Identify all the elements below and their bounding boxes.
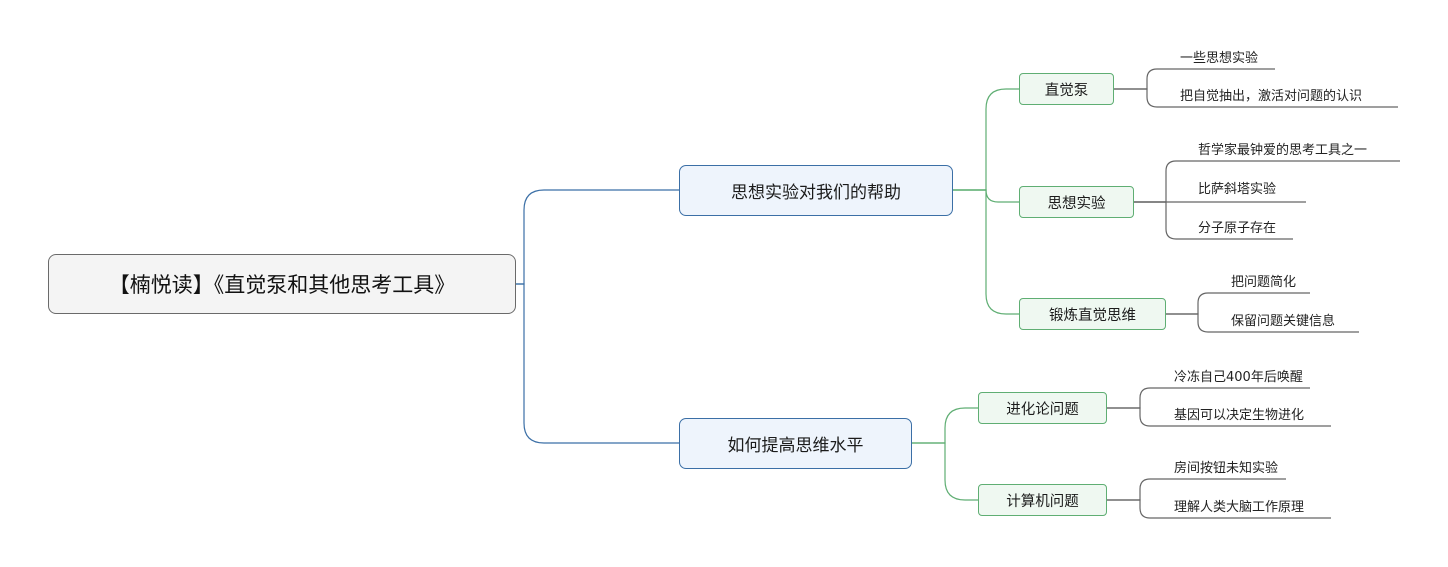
link-leaf-4-2: [1107, 407, 1331, 427]
link-root-branch-1: [516, 189, 679, 285]
link-leaf-2-1: [1134, 160, 1400, 203]
link-leaf-5-2: [1107, 499, 1331, 519]
leaf-topic[interactable]: 一些思想实验: [1180, 51, 1259, 66]
subtopic-label: 进化论问题: [1006, 401, 1079, 418]
link-leaf-1-1: [1114, 68, 1275, 90]
link-leaf-3-2: [1166, 313, 1359, 333]
leaf-topic[interactable]: 基因可以决定生物进化: [1174, 408, 1305, 423]
subtopic-label: 直觉泵: [1044, 82, 1089, 99]
subtopic-intuition-pump[interactable]: 直觉泵: [1019, 73, 1114, 105]
leaf-topic[interactable]: 分子原子存在: [1198, 221, 1277, 236]
leaf-topic[interactable]: 房间按钮未知实验: [1174, 461, 1279, 476]
root-topic-label: 【楠悦读】《直觉泵和其他思考工具》: [108, 273, 456, 297]
subtopic-evolution-problem[interactable]: 进化论问题: [978, 392, 1107, 424]
leaf-topic[interactable]: 理解人类大脑工作原理: [1174, 500, 1305, 515]
link-b1-sub-3: [953, 189, 1019, 315]
link-leaf-3-1: [1166, 292, 1310, 315]
subtopic-label: 锻炼直觉思维: [1049, 307, 1136, 324]
link-leaf-4-1: [1107, 387, 1310, 409]
subtopic-label: 计算机问题: [1006, 493, 1079, 510]
subtopic-thought-experiment[interactable]: 思想实验: [1019, 186, 1134, 218]
branch-topic-label: 思想实验对我们的帮助: [731, 183, 901, 203]
subtopic-train-intuition[interactable]: 锻炼直觉思维: [1019, 298, 1166, 330]
leaf-topic[interactable]: 比萨斜塔实验: [1198, 182, 1277, 197]
branch-topic-label: 如何提高思维水平: [727, 436, 864, 456]
link-b2-sub-1: [912, 407, 978, 444]
subtopic-label: 思想实验: [1047, 195, 1106, 212]
link-b2-sub-2: [912, 442, 978, 501]
link-leaf-5-1: [1107, 478, 1286, 501]
root-topic[interactable]: 【楠悦读】《直觉泵和其他思考工具》: [48, 254, 516, 314]
leaf-topic[interactable]: 把自觉抽出，激活对问题的认识: [1180, 89, 1363, 104]
branch-topic-improve-thinking[interactable]: 如何提高思维水平: [679, 418, 912, 469]
link-leaf-1-2: [1114, 88, 1398, 108]
subtopic-computer-problem[interactable]: 计算机问题: [978, 484, 1107, 516]
leaf-topic[interactable]: 哲学家最钟爱的思考工具之一: [1198, 143, 1368, 158]
branch-topic-thought-experiments[interactable]: 思想实验对我们的帮助: [679, 165, 953, 216]
link-leaf-2-3: [1134, 201, 1293, 240]
link-root-branch-2: [516, 283, 679, 444]
leaf-topic[interactable]: 把问题简化: [1231, 275, 1297, 290]
link-b1-sub-1: [953, 88, 1019, 191]
leaf-topic[interactable]: 保留问题关键信息: [1231, 314, 1336, 329]
leaf-topic[interactable]: 冷冻自己400年后唤醒: [1174, 370, 1303, 385]
